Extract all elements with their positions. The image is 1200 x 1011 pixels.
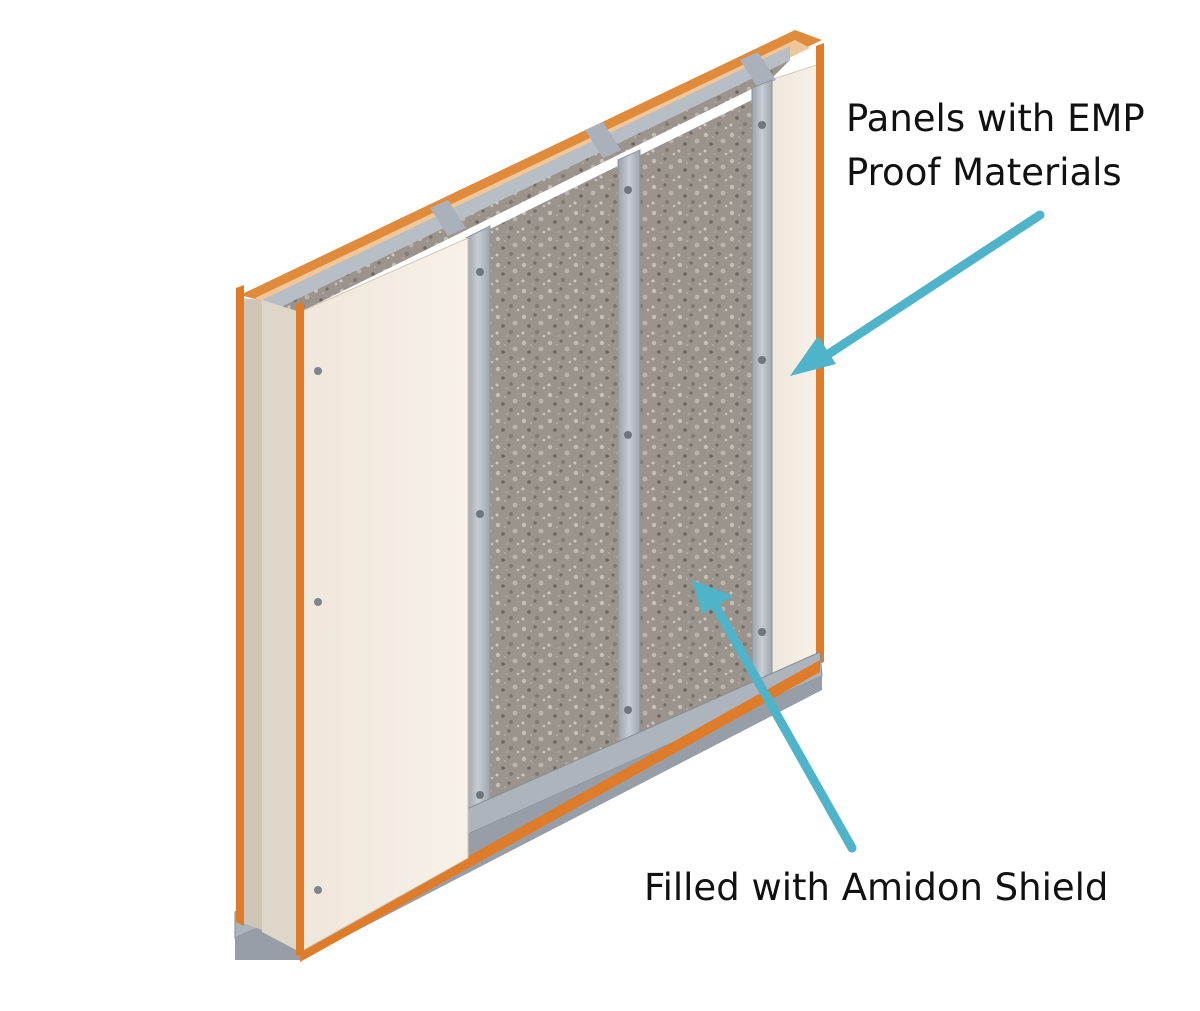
arrow-icon (790, 210, 1045, 376)
fill-label: Filled with Amidon Shield (644, 866, 1109, 909)
panels-label-line1: Panels with EMP (846, 97, 1145, 140)
top-edge (240, 30, 822, 322)
panels-label-line2: Proof Materials (846, 151, 1122, 194)
panels-label: Panels with EMP Proof Materials (846, 92, 1145, 200)
front-panel (236, 237, 469, 956)
steel-stud (465, 79, 773, 859)
arrow-icon (692, 580, 857, 853)
screw-icon (314, 121, 766, 894)
